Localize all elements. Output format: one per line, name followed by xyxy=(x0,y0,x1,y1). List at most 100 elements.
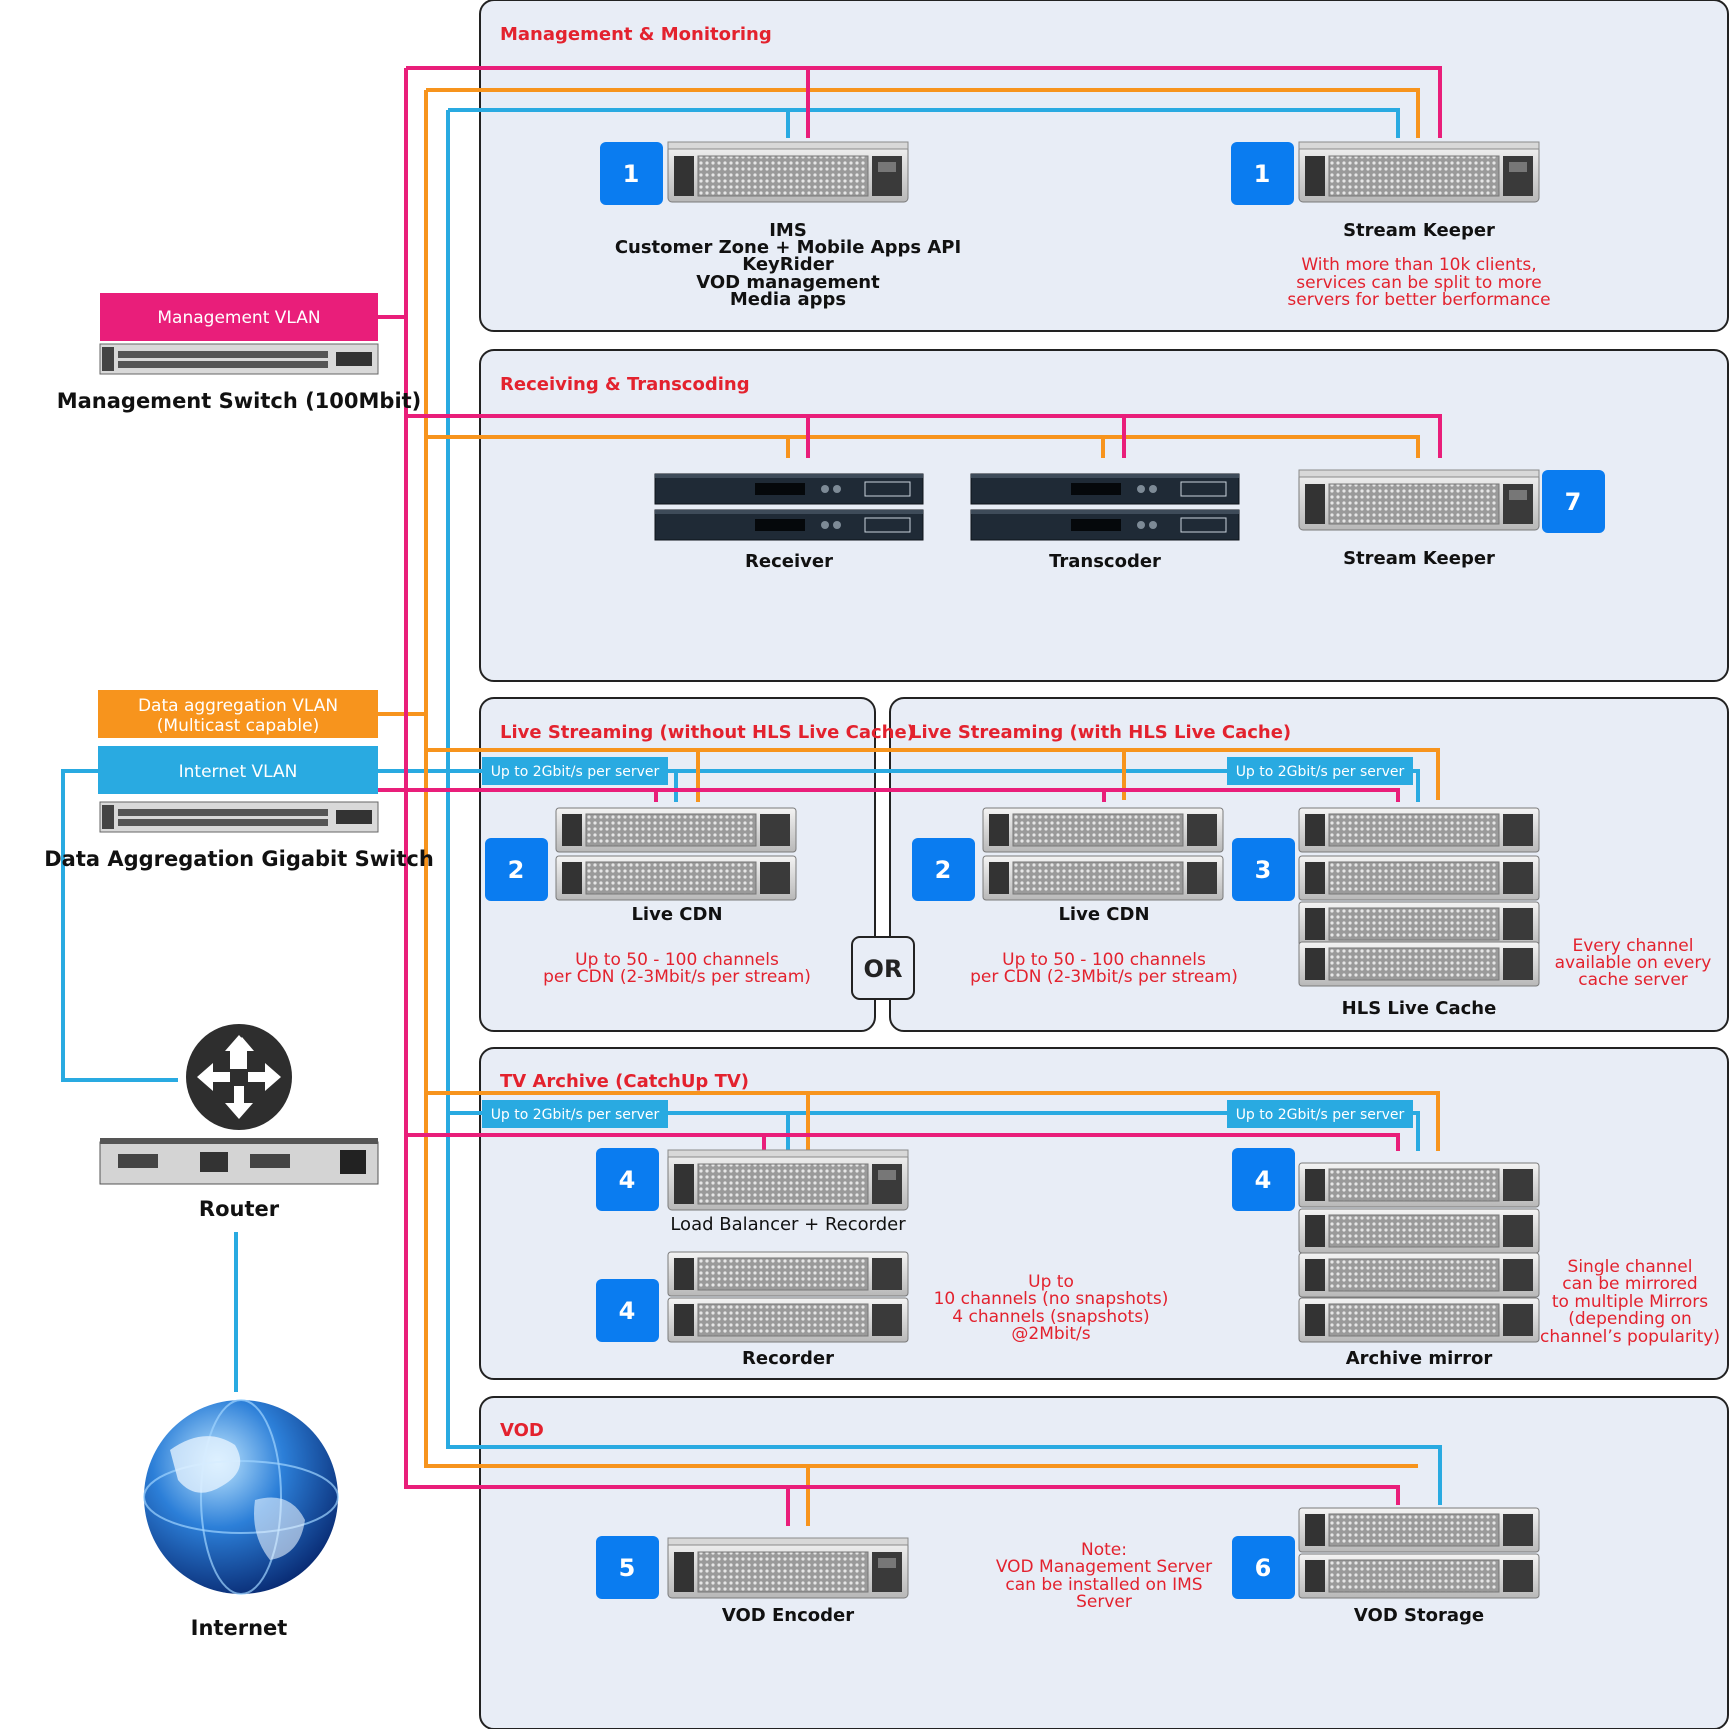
transcoder-unit-1-icon xyxy=(970,473,1240,505)
mirror-note-line2: can be mirrored xyxy=(1562,1274,1697,1294)
globe-icon xyxy=(143,1399,339,1595)
receiving-keeper-badge xyxy=(1542,470,1605,533)
receiving-keeper-label: Stream Keeper xyxy=(1343,548,1495,569)
live-no-cache-speed-bar xyxy=(482,757,668,785)
live-no-cache-server-1-icon xyxy=(555,807,797,853)
archive-speed-bar-left xyxy=(482,1100,668,1128)
vod-storage-badge xyxy=(1232,1536,1295,1599)
mgmt-keeper-note-line3: servers for better berformance xyxy=(1287,290,1550,310)
vod-note-line3: can be installed on IMS xyxy=(1005,1575,1202,1595)
live-cache-speed-bar xyxy=(1227,757,1413,785)
recorder-badge xyxy=(596,1279,659,1342)
recorder-note-line1: Up to xyxy=(1028,1272,1074,1292)
mirror-server-3-icon xyxy=(1298,1252,1540,1298)
live-no-cache-badge xyxy=(485,838,548,901)
hls-cache-badge-number: 3 xyxy=(1255,856,1272,884)
management-vlan-lines xyxy=(376,66,1442,1526)
recorder-badge-number: 4 xyxy=(619,1297,636,1325)
mgmt-keeper-note-line2: services can be split to more xyxy=(1296,273,1541,293)
receiver-unit-2-icon xyxy=(654,509,924,541)
vod-note-line4: Server xyxy=(1076,1592,1132,1612)
lb-badge xyxy=(596,1148,659,1211)
data-vlan-lines xyxy=(376,88,1440,1526)
archive-speed-bar-right xyxy=(1227,1100,1413,1128)
vod-storage-server-1-icon xyxy=(1298,1507,1540,1553)
mirror-label: Archive mirror xyxy=(1346,1348,1493,1369)
vod-section-title: VOD xyxy=(500,1420,544,1441)
live-cache-cdn-note-line1: Up to 50 - 100 channels xyxy=(1002,950,1206,970)
receiving-section-title: Receiving & Transcoding xyxy=(500,374,750,395)
live-cache-cdn-note-line2: per CDN (2-3Mbit/s per stream) xyxy=(970,967,1238,987)
data-vlan-label-line2: (Multicast capable) xyxy=(157,716,319,736)
recorder-label: Recorder xyxy=(742,1348,834,1369)
ims-badge xyxy=(600,142,663,205)
live-cache-cdn-label: Live CDN xyxy=(1058,904,1149,925)
live-cache-cdn-badge xyxy=(912,838,975,901)
live-no-cache-label: Live CDN xyxy=(631,904,722,925)
live-no-cache-title: Live Streaming (without HLS Live Cache) xyxy=(500,722,915,743)
vod-encoder-label: VOD Encoder xyxy=(722,1605,854,1626)
management-switch-icon xyxy=(99,343,379,375)
hls-cache-server-2-icon xyxy=(1298,855,1540,901)
live-no-cache-note-line2: per CDN (2-3Mbit/s per stream) xyxy=(543,967,811,987)
ims-label-line1: IMS xyxy=(769,220,807,241)
router-label: Router xyxy=(199,1197,280,1221)
mgmt-keeper-badge-number: 1 xyxy=(1254,160,1271,188)
management-vlan-bar xyxy=(100,293,378,341)
hls-cache-note-line1: Every channel xyxy=(1573,936,1694,956)
ims-label-line2: Customer Zone + Mobile Apps API xyxy=(615,237,961,258)
management-section-title: Management & Monitoring xyxy=(500,24,772,45)
or-box xyxy=(851,936,915,1000)
hls-cache-badge xyxy=(1232,838,1295,901)
hls-cache-server-1-icon xyxy=(1298,807,1540,853)
ims-label-line3: KeyRider xyxy=(742,254,834,275)
internet-label: Internet xyxy=(191,1616,288,1640)
mirror-note-line3: to multiple Mirrors xyxy=(1552,1292,1708,1312)
or-label: OR xyxy=(864,955,903,983)
mirror-server-2-icon xyxy=(1298,1208,1540,1254)
lb-badge-number: 4 xyxy=(619,1166,636,1194)
management-vlan-label: Management VLAN xyxy=(157,308,320,328)
live-cache-cdn-badge-number: 2 xyxy=(935,856,952,884)
ims-server-icon xyxy=(667,141,909,203)
hls-cache-label: HLS Live Cache xyxy=(1342,998,1497,1019)
archive-speed-label-right: Up to 2Gbit/s per server xyxy=(1236,1107,1405,1123)
data-switch-label: Data Aggregation Gigabit Switch xyxy=(44,847,434,871)
vod-encoder-badge-number: 5 xyxy=(619,1554,636,1582)
live-no-cache-speed-label: Up to 2Gbit/s per server xyxy=(491,764,660,780)
transcoder-label: Transcoder xyxy=(1049,551,1161,572)
recorder-server-1-icon xyxy=(667,1251,909,1297)
live-cache-cdn-server-2-icon xyxy=(982,855,1224,901)
mirror-note-line5: channel’s popularity) xyxy=(1540,1327,1720,1347)
recorder-note-line2: 10 channels (no snapshots) xyxy=(934,1289,1169,1309)
management-switch-label: Management Switch (100Mbit) xyxy=(57,389,422,413)
mirror-badge xyxy=(1232,1148,1295,1211)
vod-storage-label: VOD Storage xyxy=(1354,1605,1484,1626)
live-cache-title: Live Streaming (with HLS Live Cache) xyxy=(910,722,1291,743)
recorder-note-line4: @2Mbit/s xyxy=(1011,1324,1090,1344)
archive-speed-label-left: Up to 2Gbit/s per server xyxy=(491,1107,660,1123)
ims-badge-number: 1 xyxy=(623,160,640,188)
lb-label: Load Balancer + Recorder xyxy=(670,1214,906,1235)
vod-encoder-badge xyxy=(596,1536,659,1599)
vod-note-line2: VOD Management Server xyxy=(996,1557,1212,1577)
transcoder-unit-2-icon xyxy=(970,509,1240,541)
mgmt-keeper-label: Stream Keeper xyxy=(1343,220,1495,241)
live-cache-speed-label: Up to 2Gbit/s per server xyxy=(1236,764,1405,780)
internet-vlan-bar xyxy=(98,746,378,794)
hls-cache-note-line3: cache server xyxy=(1578,970,1688,990)
router-icon xyxy=(186,1024,292,1130)
mirror-server-4-icon xyxy=(1298,1297,1540,1343)
mirror-badge-number: 4 xyxy=(1255,1166,1272,1194)
live-cache-cdn-server-1-icon xyxy=(982,807,1224,853)
data-switch-icon xyxy=(99,801,379,833)
hls-cache-server-4-icon xyxy=(1298,941,1540,987)
ims-label-line4: VOD management xyxy=(696,272,880,293)
vod-note-line1: Note: xyxy=(1081,1540,1127,1560)
receiving-keeper-server-icon xyxy=(1298,469,1540,531)
mgmt-keeper-note-line1: With more than 10k clients, xyxy=(1301,255,1536,275)
internet-vlan-label: Internet VLAN xyxy=(179,762,298,782)
receiver-unit-1-icon xyxy=(654,473,924,505)
data-vlan-label-line1: Data aggregation VLAN xyxy=(138,696,338,716)
